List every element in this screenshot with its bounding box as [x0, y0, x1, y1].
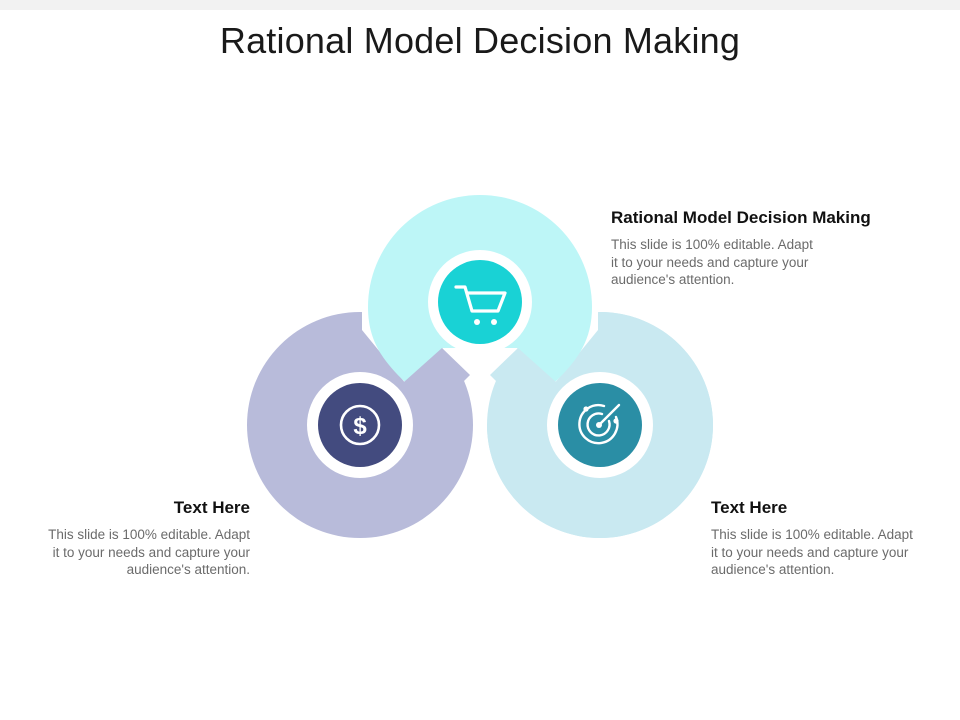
top-body: This slide is 100% editable. Adapt it to…: [611, 236, 931, 289]
top-body-line-2: it to your needs and capture your: [611, 254, 809, 270]
right-body-line-3: audience's attention.: [711, 562, 835, 577]
left-icon-disc: [318, 383, 402, 467]
right-body-line-1: This slide is 100% editable. Adapt: [711, 527, 913, 542]
shopping-cart-icon: [454, 285, 507, 325]
right-body-line-2: it to your needs and capture your: [711, 544, 909, 560]
top-body-line-1: This slide is 100% editable. Adapt: [611, 237, 813, 252]
left-heading: Text Here: [173, 498, 250, 517]
target-icon: [578, 403, 621, 445]
top-icon-disc: [438, 260, 522, 344]
left-body: This slide is 100% editable. Adapt it to…: [10, 526, 250, 579]
dollar-icon: $: [339, 404, 381, 446]
right-heading: Text Here: [711, 498, 788, 517]
right-text-block: Text Here This slide is 100% editable. A…: [711, 498, 951, 579]
left-text-block: Text Here This slide is 100% editable. A…: [10, 498, 250, 579]
svg-text:$: $: [353, 413, 367, 440]
page-title: Rational Model Decision Making: [219, 20, 741, 61]
left-body-line-1: This slide is 100% editable. Adapt: [48, 527, 250, 542]
right-body: This slide is 100% editable. Adapt it to…: [711, 526, 951, 579]
left-wedge: [395, 348, 470, 425]
left-body-line-2: it to your needs and capture your: [52, 544, 250, 560]
left-body-line-3: audience's attention.: [126, 562, 250, 577]
top-text-block: Rational Model Decision Making This slid…: [611, 208, 931, 289]
top-strip: [0, 0, 960, 10]
right-wedge: [490, 348, 565, 425]
top-body-line-3: audience's attention.: [611, 272, 735, 287]
top-heading: Rational Model Decision Making: [611, 208, 871, 227]
